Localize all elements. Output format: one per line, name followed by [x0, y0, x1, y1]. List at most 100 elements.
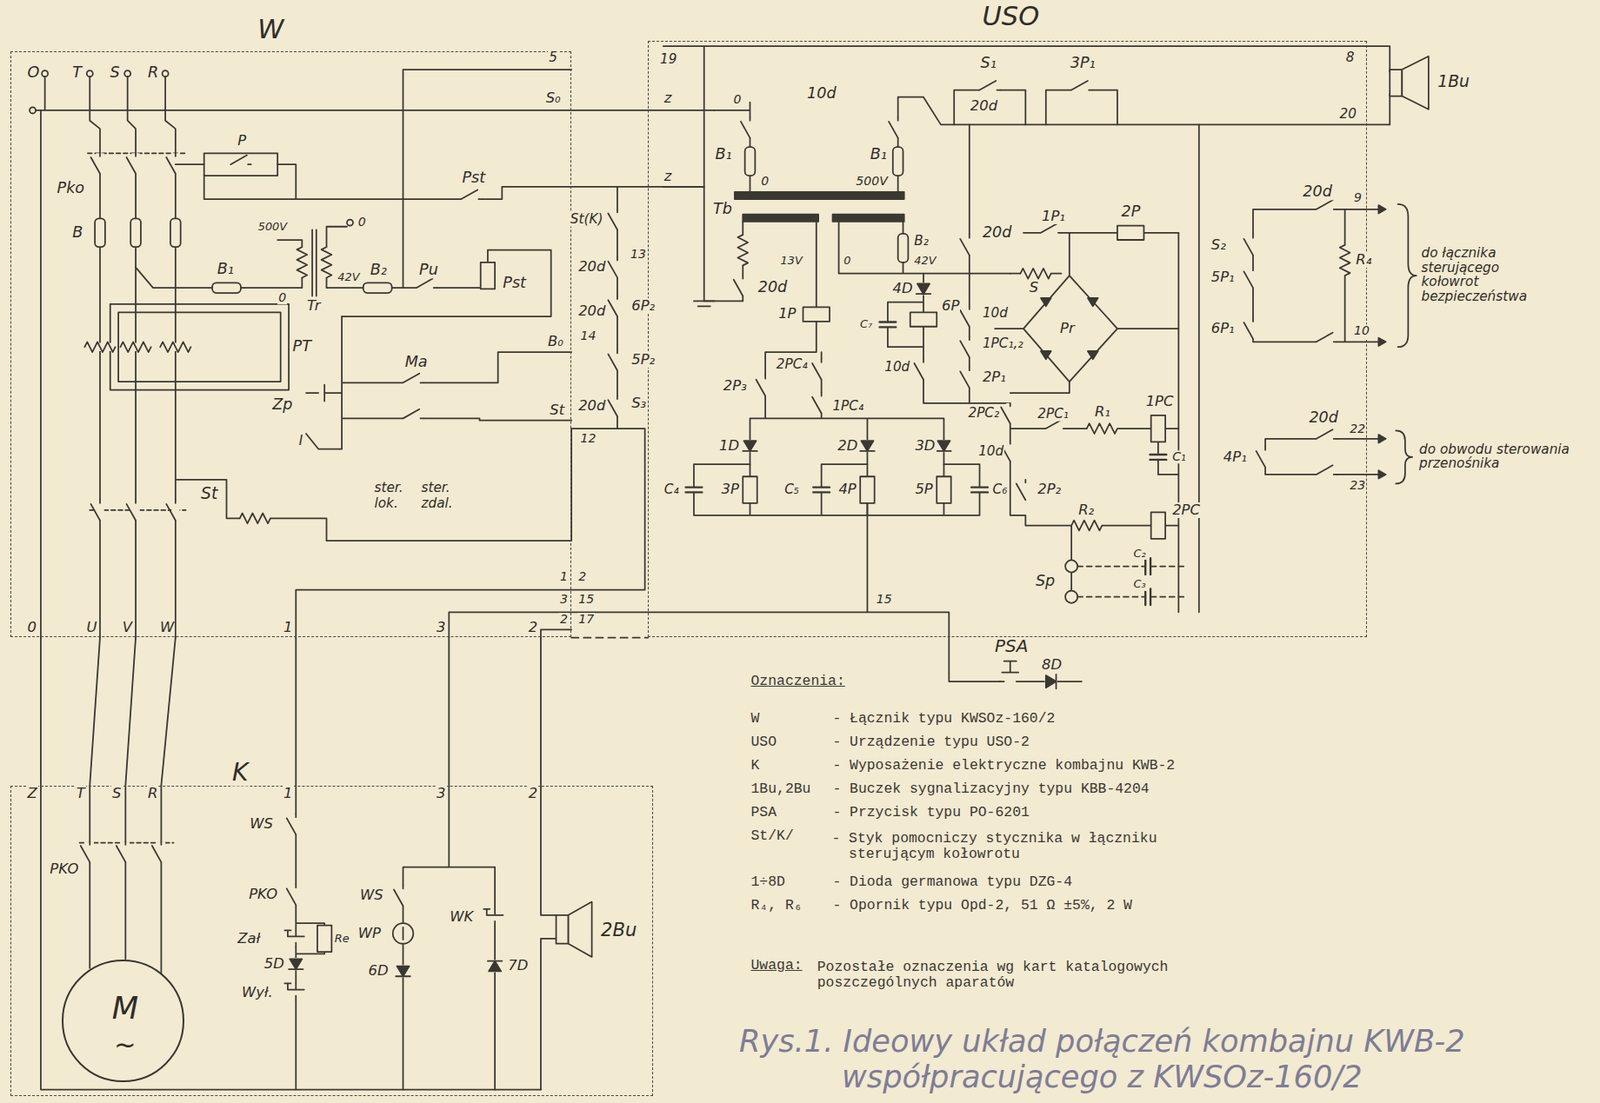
symbol-use: [460, 190, 481, 204]
wire-path: [1395, 430, 1413, 484]
callout-label: 1: [282, 786, 294, 802]
cable-connector: [40, 637, 176, 786]
legend-table-cell: - Opornik typu Opd-2, 51 Ω ±5%, 2 W: [831, 898, 1134, 914]
callout-label: C₃: [1133, 578, 1147, 591]
symbol-use: [607, 296, 621, 317]
terminal-circle: [124, 70, 131, 77]
callout-label: Sp: [1034, 573, 1056, 590]
callout-label: 23: [1348, 479, 1367, 493]
symbol-use: [860, 440, 874, 453]
terminal-circle: [162, 70, 169, 77]
callout-label: 3P: [720, 481, 740, 498]
callout-label: 17: [577, 613, 595, 627]
wire-path: [693, 464, 980, 516]
callout-label: 1P₁: [1040, 208, 1067, 225]
symbol-use: [90, 500, 104, 520]
callout-label: 42V: [913, 254, 937, 267]
callout-label: 42V: [336, 271, 360, 284]
callout-label: 2D: [836, 438, 859, 454]
motor-circle: M~: [61, 960, 185, 1083]
symbol-use: [288, 958, 303, 971]
symbol-use: [916, 282, 931, 295]
symbol-use: [286, 814, 300, 835]
legend-table-cell: - Dioda germanowa typu DZG-4: [831, 874, 1074, 891]
callout-label: 0: [357, 215, 367, 229]
symbol-use: [960, 306, 974, 327]
symbol-use: [960, 336, 974, 357]
symbol-use: [742, 476, 757, 504]
symbol-use: [860, 476, 874, 504]
symbol-use: [1045, 674, 1058, 689]
callout-label: Zał: [236, 931, 261, 947]
callout-label: 2PC₂: [966, 406, 1000, 421]
callout-label: B: [71, 224, 84, 241]
callout-label: 20d: [577, 259, 607, 275]
symbol-use: [84, 341, 115, 353]
symbol-use: [317, 926, 332, 954]
wire-path: [1401, 56, 1429, 110]
symbol-use: [120, 341, 151, 353]
symbol-rect: [110, 304, 289, 391]
callout-label: 1: [559, 570, 569, 584]
symbol-use: [803, 306, 831, 321]
wire-path: [89, 76, 176, 638]
symbol-rect: [556, 915, 569, 945]
legend-table-cell: - Urządzenie typu USO-2: [831, 734, 1030, 751]
callout-label: 13: [629, 248, 647, 262]
callout-label: C₇: [859, 318, 874, 331]
terminal-circle: [41, 70, 48, 77]
symbol-use: [403, 373, 424, 387]
wire-path: [887, 273, 970, 404]
callout-label: 10d: [806, 85, 838, 102]
callout-label: 20d: [757, 279, 789, 296]
wire-path: [713, 93, 1390, 194]
symbol-use: [284, 983, 304, 1000]
callout-label: B₀: [546, 333, 565, 350]
symbol-use: [960, 367, 974, 388]
callout-label: 2P₁: [981, 369, 1007, 386]
callout-label: Pu: [418, 261, 440, 279]
symbol-use: [286, 885, 300, 906]
callout-label: 2PC₁: [1036, 406, 1070, 422]
symbol-rect: [204, 153, 278, 176]
callout-label: R₄: [1354, 252, 1373, 268]
symbol-use: [936, 476, 951, 504]
terminal-circle: [1065, 591, 1078, 604]
wire-path: [295, 786, 556, 1091]
symbol-use: [1016, 480, 1030, 500]
wire-path: [40, 786, 541, 1091]
legend-table-cell: Pozostałe oznaczenia wg kart katalogowyc…: [816, 960, 1247, 992]
callout-label: P: [236, 133, 247, 149]
legend-table-cell: PSA: [750, 805, 779, 821]
legend-table-cell: 1÷8D: [750, 874, 787, 891]
symbol-use: [898, 233, 909, 263]
symbol-rect: [833, 214, 905, 222]
wire-path: [568, 902, 593, 958]
symbol-use: [230, 155, 251, 169]
callout-label: zdal.: [420, 495, 454, 511]
symbol-use: [686, 486, 703, 494]
callout-label: 500V: [257, 220, 288, 233]
symbol-use: [1243, 234, 1257, 255]
callout-label: 0: [26, 620, 38, 636]
legend-table-cell: 1Bu,2Bu: [750, 781, 813, 798]
terminal-circle: [29, 106, 36, 114]
callout-label: 20: [1339, 106, 1358, 122]
callout-label: WK: [448, 909, 474, 926]
wire-path: [1040, 298, 1099, 360]
wire-path: [1077, 566, 1184, 598]
symbol-use: [296, 246, 307, 278]
symbol-use: [1071, 520, 1102, 532]
legend-table-cell: - Wyposażenie elektryczne kombajnu KWB-2: [831, 758, 1176, 774]
legend-table-cell: R₄, R₆: [750, 898, 804, 914]
symbol-use: [756, 375, 770, 396]
callout-label: 7D: [506, 958, 529, 974]
callout-label: 1D: [718, 438, 740, 454]
callout-label: WP: [357, 926, 382, 942]
wiring: [29, 46, 1429, 1090]
callout-label: 1PC₄: [831, 399, 865, 414]
callout-label: 2P₃: [722, 378, 748, 394]
wire-path: [663, 46, 1391, 307]
symbol-use: [742, 440, 757, 453]
